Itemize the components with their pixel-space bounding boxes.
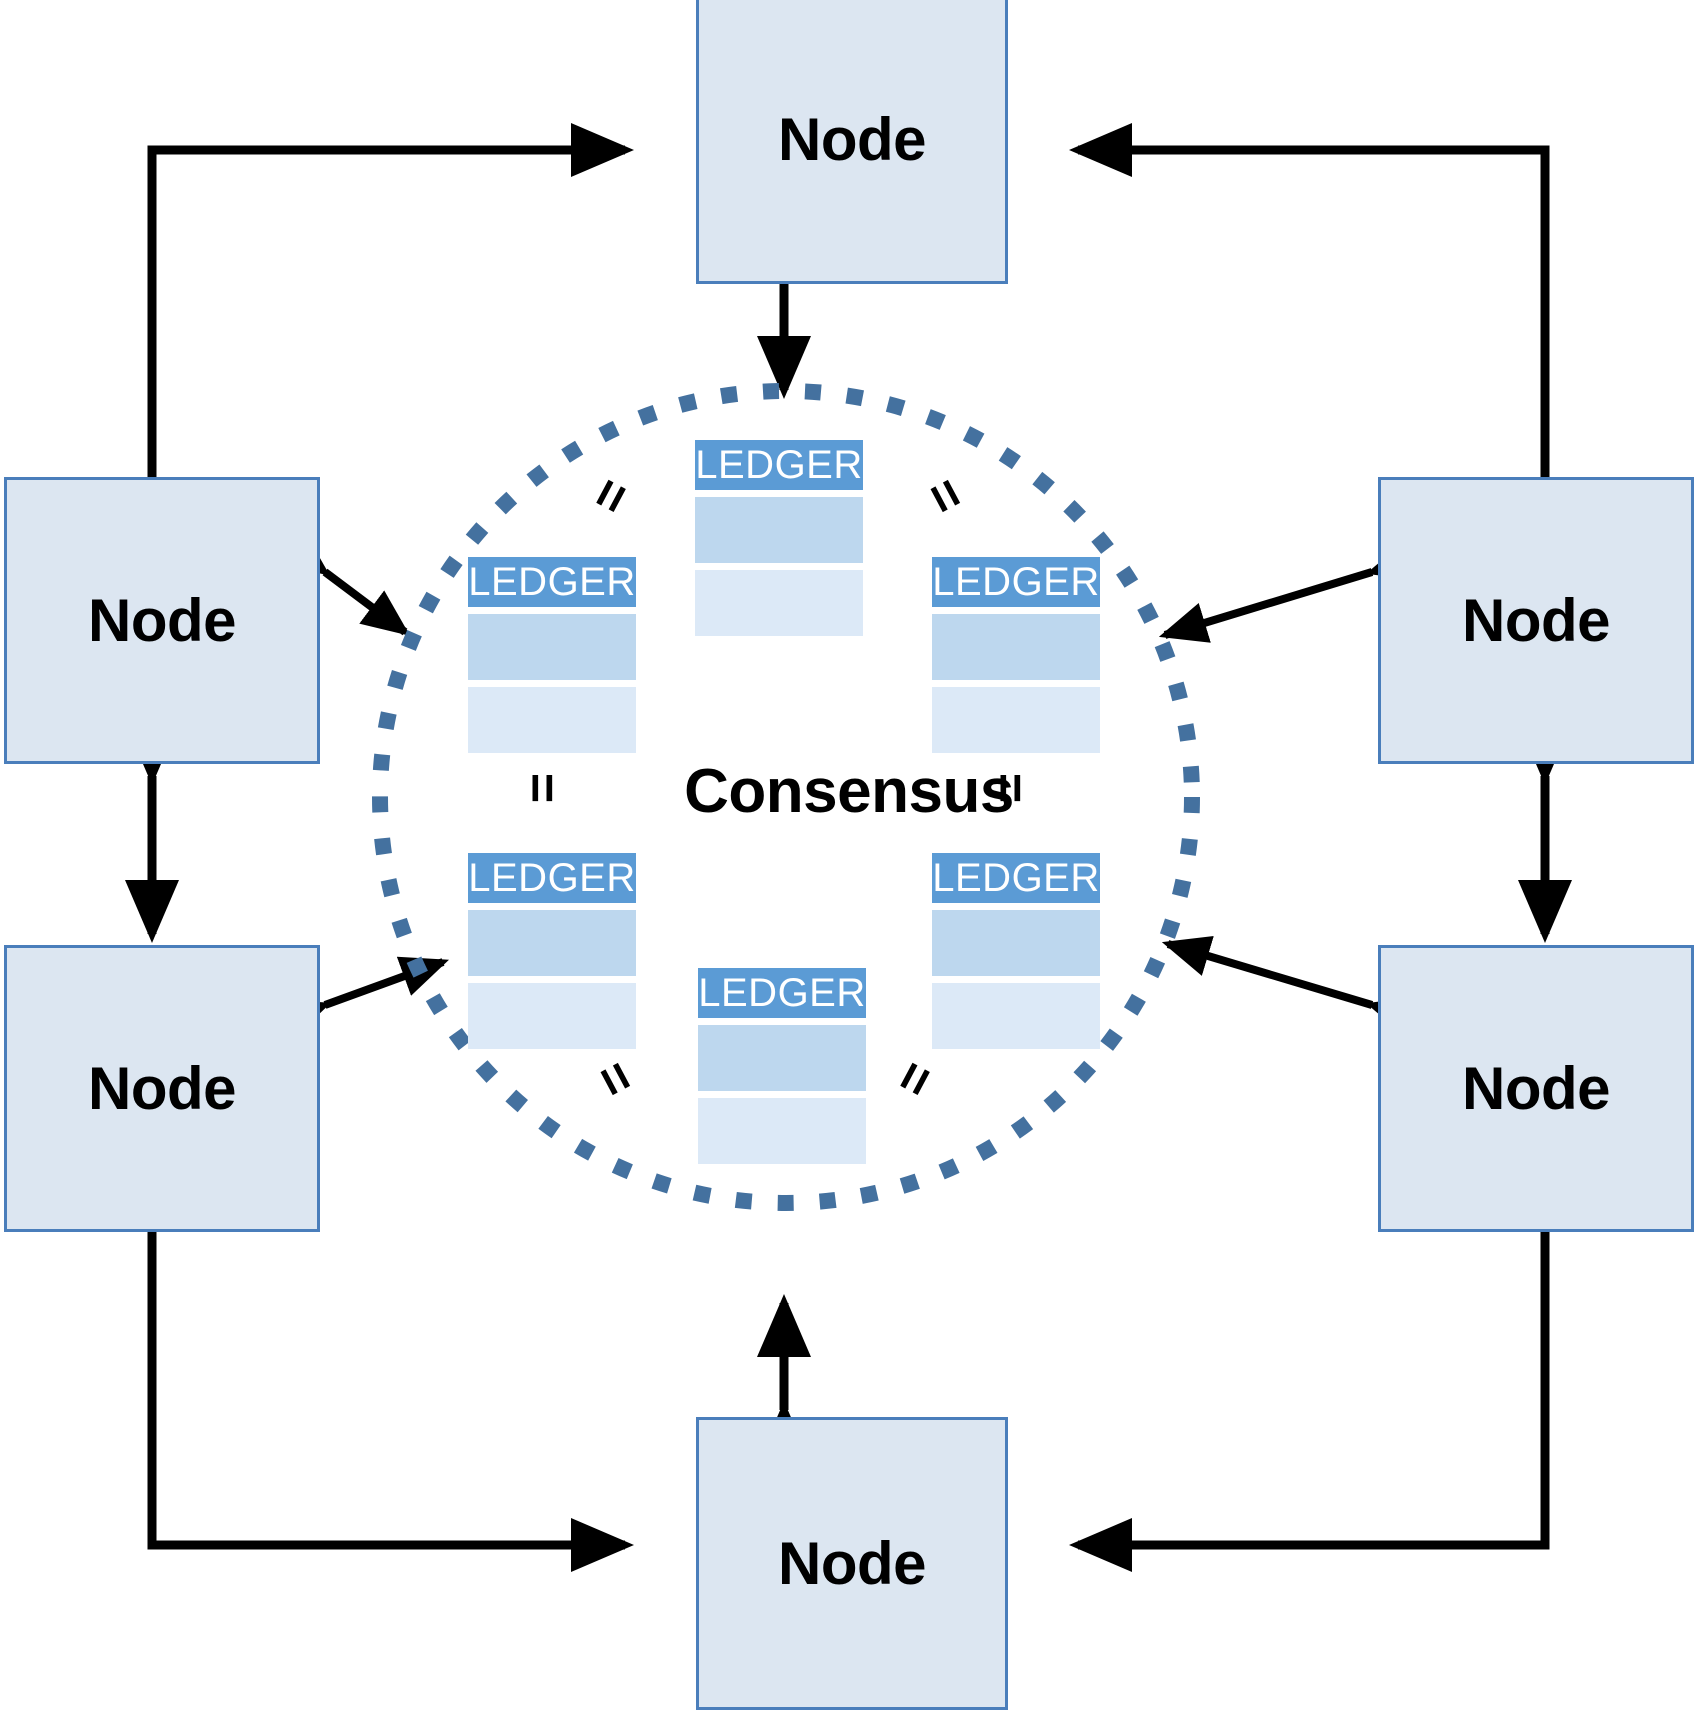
arrow-right-lower-node-to-consensus bbox=[1161, 935, 1418, 1037]
node-left-lower[interactable]: Node bbox=[4, 945, 320, 1232]
node-left-upper[interactable]: Node bbox=[4, 477, 320, 764]
ledger-left-lower-row-1 bbox=[468, 910, 636, 976]
arrow-left-upper-to-top bbox=[147, 123, 634, 477]
ledger-left-upper-row-2 bbox=[468, 687, 636, 753]
ledger-left-upper-header: LEDGER bbox=[468, 557, 636, 607]
ledger-right-lower-header: LEDGER bbox=[932, 853, 1100, 903]
node-right-upper-label: Node bbox=[1462, 586, 1611, 654]
node-bottom-label: Node bbox=[778, 1529, 927, 1597]
ledger-left-lower[interactable]: LEDGER bbox=[468, 853, 636, 1049]
ledger-right-lower[interactable]: LEDGER bbox=[932, 853, 1100, 1049]
arrow-right-lower-to-bottom bbox=[1069, 1232, 1550, 1572]
ledger-right-lower-row-1 bbox=[932, 910, 1100, 976]
ledger-right-upper-row-1 bbox=[932, 614, 1100, 680]
ledger-bottom-center-header: LEDGER bbox=[698, 968, 866, 1018]
arrow-left-lower-to-bottom bbox=[147, 1232, 634, 1572]
ledger-right-upper[interactable]: LEDGER bbox=[932, 557, 1100, 753]
arrow-left-lower-node-to-consensus bbox=[278, 956, 450, 1039]
ledger-right-upper-row-2 bbox=[932, 687, 1100, 753]
node-right-lower[interactable]: Node bbox=[1378, 945, 1694, 1232]
ledger-bottom-center-row-2 bbox=[698, 1098, 866, 1164]
ledger-bottom-center[interactable]: LEDGER bbox=[698, 968, 866, 1164]
ledger-top-center-row-1 bbox=[695, 497, 863, 563]
ledger-left-lower-header: LEDGER bbox=[468, 853, 636, 903]
ledger-left-upper-row-1 bbox=[468, 614, 636, 680]
node-right-upper[interactable]: Node bbox=[1378, 477, 1694, 764]
node-top-label: Node bbox=[778, 106, 927, 173]
ledger-top-center-header: LEDGER bbox=[695, 440, 863, 490]
ledger-right-lower-row-2 bbox=[932, 983, 1100, 1049]
arrow-right-upper-to-top bbox=[1069, 123, 1550, 477]
ledger-right-upper-header: LEDGER bbox=[932, 557, 1100, 607]
arrow-right-upper-node-to-consensus bbox=[1158, 539, 1418, 643]
ledger-left-lower-row-2 bbox=[468, 983, 636, 1049]
ledger-left-upper[interactable]: LEDGER bbox=[468, 557, 636, 753]
node-left-lower-label: Node bbox=[88, 1054, 237, 1122]
node-right-lower-label: Node bbox=[1462, 1054, 1611, 1122]
arrow-left-upper-node-to-consensus bbox=[279, 530, 411, 636]
ledger-top-center[interactable]: LEDGER bbox=[695, 440, 863, 636]
ledger-bottom-center-row-1 bbox=[698, 1025, 866, 1091]
consensus-label: Consensus bbox=[684, 757, 1014, 826]
node-left-upper-label: Node bbox=[88, 586, 237, 654]
node-bottom[interactable]: Node bbox=[696, 1417, 1008, 1710]
ledger-top-center-row-2 bbox=[695, 570, 863, 636]
node-top[interactable]: Node bbox=[696, 0, 1008, 284]
